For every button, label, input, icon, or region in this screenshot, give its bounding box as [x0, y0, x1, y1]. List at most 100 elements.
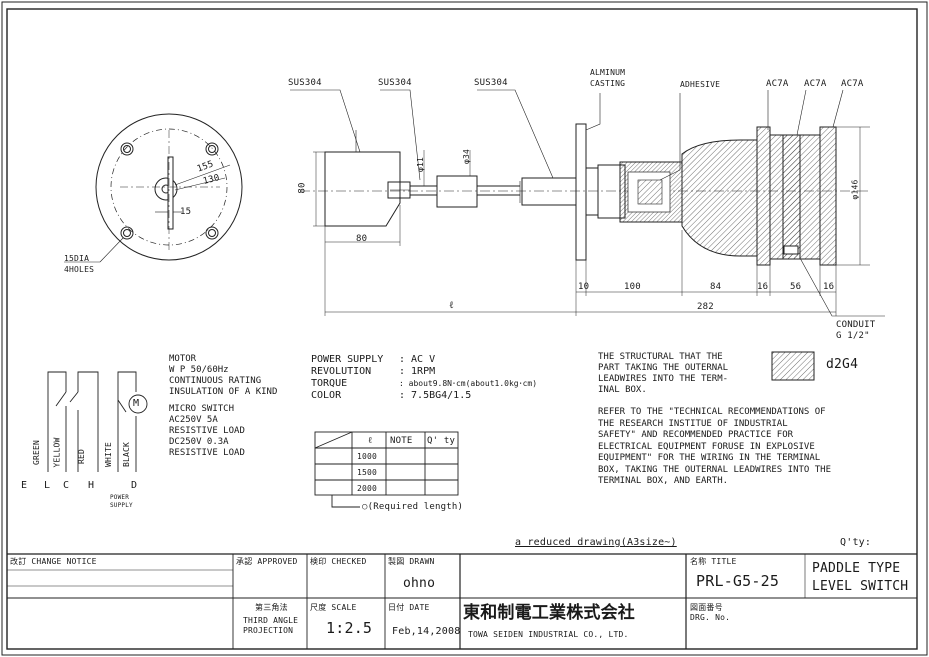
wire-label-white: WHITE — [104, 441, 114, 468]
wire-label-black: BLACK — [122, 441, 132, 468]
dim-100: 100 — [624, 282, 641, 292]
projection-label: THIRD ANGLE — [243, 616, 299, 625]
terminal-c: C — [63, 480, 70, 491]
dim-16-b: 16 — [823, 282, 835, 292]
refer-note-line: ELECTRICAL EQUIPMENT FORUSE IN EXPLOSIVE — [598, 441, 815, 452]
dim-80-horizontal: 80 — [356, 234, 368, 244]
reduced-drawing-note: a reduced drawing(A3size~) — [515, 537, 677, 548]
projection-jp: 第三角法 — [255, 603, 288, 612]
power-spec-row: POWER SUPPLY : AC V — [311, 354, 537, 366]
scale-label: 尺度 SCALE — [310, 603, 357, 612]
power-spec-row: REVOLUTION : 1RPM — [311, 366, 537, 378]
dim-10: 10 — [578, 282, 590, 292]
power-spec-key: POWER SUPPLY — [311, 354, 384, 365]
structural-note-line: PART TAKING THE OUTERNAL — [598, 363, 729, 373]
title-block-grid — [7, 553, 917, 649]
motor-spec-line: W P 50/60Hz — [169, 365, 229, 375]
label-ac7a-3: AC7A — [841, 79, 864, 89]
power-spec: POWER SUPPLY : AC V REVOLUTION : 1RPM TORQ… — [311, 354, 537, 402]
table-cell-length: 1000 — [357, 452, 378, 461]
refer-note-line: TERMINAL BOX, AND EARTH. — [598, 476, 729, 486]
drawn-label: 製図 DRAWN — [388, 557, 435, 566]
refer-note: REFER TO THE "TECHNICAL RECOMMENDATIONS … — [598, 407, 831, 488]
label-holes-count: 4HOLES — [64, 265, 95, 274]
label-aluminum-casting: ALMINUM — [590, 68, 626, 77]
length-table-grid — [314, 431, 459, 508]
label-ac7a-1: AC7A — [766, 79, 789, 89]
drawn-by: ohno — [403, 576, 436, 591]
wire-label-green: GREEN — [32, 439, 42, 466]
product-title: PADDLE TYPE — [812, 561, 901, 576]
power-spec-key: REVOLUTION — [311, 366, 372, 377]
model-number: PRL-G5-25 — [696, 572, 780, 590]
wiring-diagram — [47, 371, 148, 472]
drawing-number-jp: 図面番号 — [690, 603, 723, 612]
terminal-h: H — [88, 480, 95, 491]
dim-phi146: φ146 — [850, 179, 860, 200]
terminal-d: D — [131, 480, 138, 491]
power-spec-key: TORQUE — [311, 378, 348, 389]
table-header-length: ℓ — [368, 436, 373, 446]
approved-label: 承認 APPROVED — [236, 557, 298, 566]
table-cell-length: 2000 — [357, 484, 378, 493]
date-value: Feb,14,2008 — [392, 626, 461, 637]
scale-value: 1:2.5 — [326, 619, 373, 637]
motor-symbol: M — [133, 398, 140, 409]
switch-side-view — [290, 89, 885, 317]
company-name-jp: 東和制電工業株式会社 — [463, 603, 635, 623]
motor-spec-line: RESISTIVE LOAD — [169, 426, 245, 436]
refer-note-line: SAFETY" AND RECOMMENDED PRACTICE FOR — [598, 430, 794, 440]
label-adhesive: ADHESIVE — [680, 80, 721, 89]
refer-note-line: THE RESEARCH INSTITUE OF INDUSTRIAL — [598, 418, 788, 429]
table-header-qty: Q' ty — [427, 436, 456, 446]
flange-front-view — [64, 113, 243, 263]
dim-282: 282 — [697, 302, 714, 312]
hatch-legend-swatch — [771, 351, 815, 381]
terminal-l: L — [44, 480, 51, 491]
motor-spec-line: DC250V 0.3A — [169, 437, 229, 447]
company-name-en: TOWA SEIDEN INDUSTRIAL CO., LTD. — [468, 630, 629, 639]
inner-border — [6, 8, 918, 650]
structural-note: THE STRUCTURAL THAT THE PART TAKING THE … — [598, 352, 728, 396]
wire-label-red: RED — [77, 448, 87, 465]
dim-length-l: ℓ — [449, 300, 454, 311]
label-conduit-size: G 1/2" — [836, 331, 870, 341]
change-notice-label: 改訂 CHANGE NOTICE — [10, 557, 97, 566]
label-ac7a-2: AC7A — [804, 79, 827, 89]
refer-note-line: BOX, TAKING THE OUTERNAL LEADWIRES INTO … — [598, 464, 831, 475]
dim-56: 56 — [790, 282, 802, 292]
structural-note-line: THE STRUCTURAL THAT THE — [598, 352, 723, 362]
date-label: 日付 DATE — [388, 603, 430, 612]
power-spec-row: COLOR : 7.5BG4/1.5 — [311, 390, 537, 402]
checked-label: 検印 CHECKED — [310, 557, 367, 566]
power-spec-value: : 7.5BG4/1.5 — [399, 390, 472, 401]
motor-spec-line: AC250V 5A — [169, 415, 218, 425]
dim-15: 15 — [180, 207, 192, 217]
power-spec-key: COLOR — [311, 390, 342, 401]
dim-80-vertical: 80 — [297, 182, 308, 194]
label-sus304-pipe: SUS304 — [474, 78, 508, 88]
qty-label: Q'ty: — [840, 537, 872, 548]
wire-label-yellow: YELLOW — [52, 437, 62, 468]
motor-spec-line: MICRO SWITCH — [169, 404, 235, 414]
power-spec-value: : about9.8N･cm(about1.0kg･cm) — [399, 379, 538, 388]
power-spec-value: : AC V — [399, 354, 436, 365]
projection-label-2: PROJECTION — [243, 626, 294, 635]
label-holes-dia: 15DIA — [64, 254, 90, 263]
power-supply-label-2: SUPPLY — [110, 502, 133, 509]
title-name-label: 名称 TITLE — [690, 557, 737, 566]
hatch-legend-label: d2G4 — [826, 357, 859, 372]
label-aluminum-casting-2: CASTING — [590, 79, 626, 88]
table-cell-length: 1500 — [357, 468, 378, 477]
label-sus304-shaft: SUS304 — [378, 78, 412, 88]
drawing-number-label: DRG. No. — [690, 613, 731, 622]
power-spec-value: : 1RPM — [399, 366, 436, 377]
refer-note-line: EQUIPMENT" FOR THE WIRING IN THE TERMINA… — [598, 453, 821, 463]
terminal-e: E — [21, 480, 28, 491]
dim-phi34: φ34 — [462, 148, 472, 165]
structural-note-line: LEADWIRES INTO THE TERM- — [598, 374, 729, 384]
dim-16-a: 16 — [757, 282, 769, 292]
motor-spec-line: CONTINUOUS RATING — [169, 376, 262, 386]
